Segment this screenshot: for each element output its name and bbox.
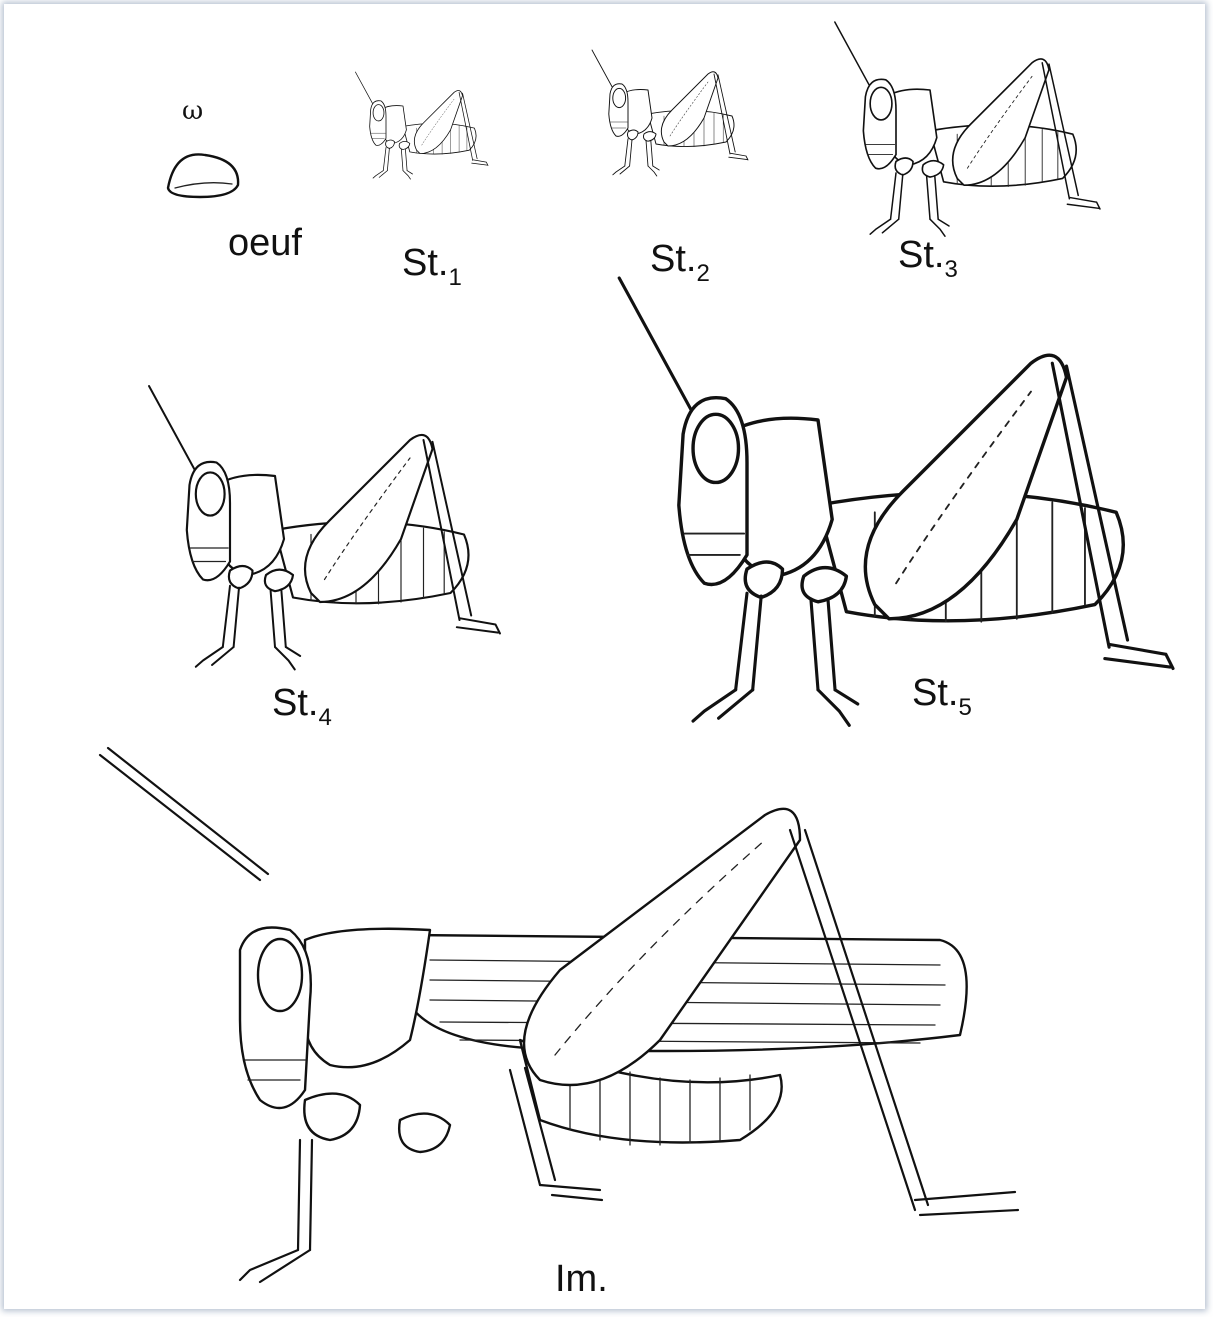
stage3-drawing: [835, 22, 1100, 236]
egg-label: oeuf: [228, 224, 302, 262]
egg-mark: ω: [182, 98, 203, 124]
stage4-label: St.4: [272, 684, 332, 730]
stage5-label-sub: 5: [958, 694, 971, 721]
imago-drawing: [100, 748, 1018, 1282]
stage4-label-text: St.: [272, 682, 318, 724]
stage3-label-text: St.: [898, 234, 944, 276]
stage2-label-text: St.: [650, 238, 696, 280]
stage2-drawing: [592, 50, 748, 176]
stage5-label: St.5: [912, 674, 972, 720]
stage5-label-text: St.: [912, 672, 958, 714]
stage2-label: St.2: [650, 240, 710, 286]
stage3-label-sub: 3: [944, 256, 957, 283]
stage1-label-sub: 1: [448, 264, 461, 291]
stage1-drawing: [355, 72, 488, 179]
stage4-drawing: [149, 386, 500, 670]
stage1-label-text: St.: [402, 242, 448, 284]
stage1-label: St.1: [402, 244, 462, 290]
stage4-label-sub: 4: [318, 704, 331, 731]
stage5-drawing: [619, 278, 1173, 725]
egg-drawing: [168, 154, 238, 197]
stage2-label-sub: 2: [696, 260, 709, 287]
stage3-label: St.3: [898, 236, 958, 282]
imago-label: Im.: [555, 1260, 608, 1298]
